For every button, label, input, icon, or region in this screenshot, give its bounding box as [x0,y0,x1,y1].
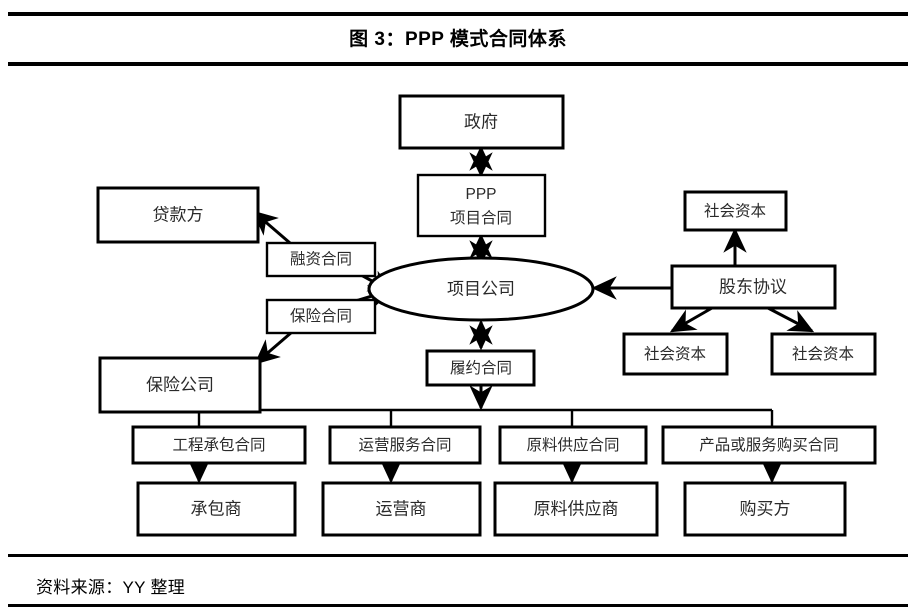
node-party-contractor: 承包商 [136,481,297,537]
node-insurance-contract-label: 保险合同 [290,307,352,325]
node-contract-purchase-label: 产品或服务购买合同 [699,436,839,454]
node-party-buyer-label: 购买方 [740,499,791,518]
node-shareholder-agreement: 股东协议 [670,264,837,310]
connector-shareholder-to-social-capital-right [767,306,815,333]
footer-rule-bottom [8,604,908,607]
node-lender-label: 贷款方 [153,205,204,224]
node-project-company-label: 项目公司 [447,279,515,298]
node-contract-engineering: 工程承包合同 [131,425,307,465]
node-party-buyer: 购买方 [683,481,847,537]
node-insurance-company: 保险公司 [98,356,262,414]
node-ppp-contract-label-2: 项目合同 [450,209,512,227]
node-contract-operation: 运营服务合同 [328,425,482,465]
node-lender: 贷款方 [96,186,260,244]
node-party-operator-label: 运营商 [376,499,427,518]
node-social-capital-left-label: 社会资本 [644,345,706,363]
node-government: 政府 [398,94,565,150]
node-ppp-contract-label-1: PPP [465,186,496,203]
node-insurance-contract: 保险合同 [265,298,377,335]
node-government-label: 政府 [464,112,498,131]
footer-rule-top [8,554,908,557]
node-performance-contract-label: 履约合同 [450,359,512,377]
node-shareholder-agreement-label: 股东协议 [719,277,787,296]
node-insurance-company-label: 保险公司 [146,375,214,394]
node-contract-operation-label: 运营服务合同 [358,436,451,454]
node-financing-contract: 融资合同 [265,241,377,278]
node-contract-material-label: 原料供应合同 [526,435,619,454]
node-party-operator: 运营商 [321,481,482,537]
ppp-contract-diagram: 政府 PPP 项目合同 项目公司 贷款方 融资合同 [0,70,916,550]
node-performance-contract: 履约合同 [425,349,536,387]
node-social-capital-right: 社会资本 [770,332,877,376]
node-party-contractor-label: 承包商 [191,499,242,518]
title-rule [8,62,908,66]
connector-financing-to-lender [252,210,291,245]
node-financing-contract-label: 融资合同 [290,250,352,268]
node-project-company: 项目公司 [367,256,595,322]
node-social-capital-top-label: 社会资本 [704,202,766,220]
connector-shareholder-to-social-capital-left [669,306,713,333]
connector-insurance-to-insurance-company [254,330,293,365]
node-party-supplier: 原料供应商 [493,481,659,537]
top-rule [8,12,908,16]
node-social-capital-left: 社会资本 [622,332,729,376]
source-note: 资料来源：YY 整理 [36,578,186,597]
node-party-supplier-label: 原料供应商 [534,499,619,518]
node-contract-engineering-label: 工程承包合同 [172,436,265,454]
node-ppp-contract: PPP 项目合同 [416,173,547,238]
node-contract-material: 原料供应合同 [498,425,648,465]
figure-title: 图 3：PPP 模式合同体系 [349,29,567,50]
node-contract-purchase: 产品或服务购买合同 [661,425,877,465]
node-social-capital-right-label: 社会资本 [792,345,854,363]
node-social-capital-top: 社会资本 [683,190,788,232]
